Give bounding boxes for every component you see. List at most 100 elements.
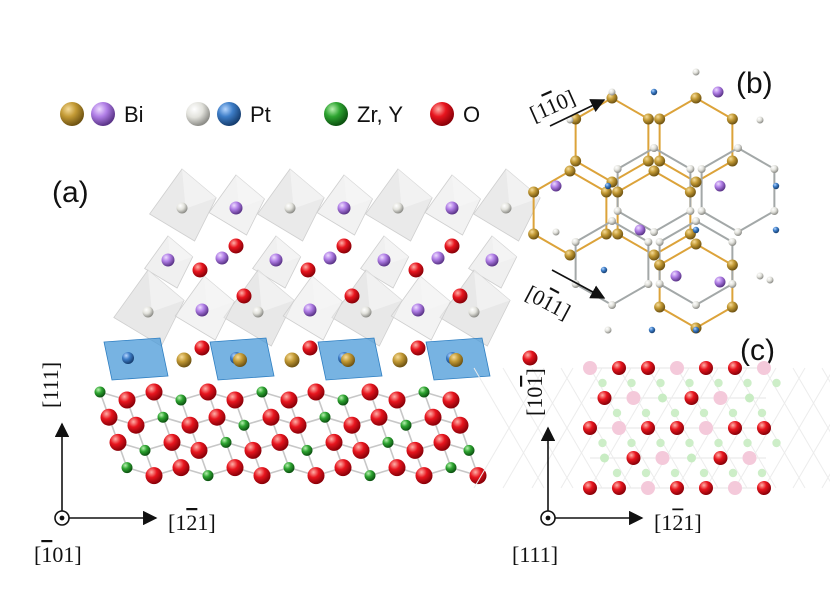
oxygen-atom (228, 238, 244, 254)
oxygen-atom (469, 467, 487, 485)
grid-line (502, 367, 574, 489)
oxygen-atom (728, 421, 742, 435)
octahedron-face (506, 169, 541, 209)
oxygen-atom (145, 467, 163, 485)
oxygen-atom (757, 481, 771, 495)
oxygen-atom (192, 262, 208, 278)
oxygen-atom (424, 408, 442, 426)
faded-oxygen (713, 391, 728, 405)
bi_gold-atom (612, 186, 624, 198)
zr-atom (238, 419, 250, 431)
zr-atom (157, 411, 169, 423)
legend-bi_gold-sphere-icon (60, 102, 84, 126)
faded-zr (641, 408, 651, 418)
oxygen-atom (699, 361, 713, 375)
oxygen-atom (199, 383, 217, 401)
pt_white-atom (608, 217, 616, 225)
oxygen-atom (361, 383, 379, 401)
pt_white-atom (770, 207, 779, 215)
zr-atom (220, 436, 232, 448)
faded-zr (656, 378, 665, 388)
faded-oxygen (626, 391, 641, 405)
faded-oxygen (612, 421, 626, 435)
bi_gold-atom (233, 353, 247, 367)
bi_gold-atom (642, 155, 654, 167)
oxygen-atom (262, 408, 280, 426)
bi_gold-atom (564, 249, 576, 261)
oxygen-atom (244, 441, 262, 459)
pt_white-atom (770, 165, 779, 173)
bi_gold-atom (690, 92, 702, 104)
faded-oxygen (655, 451, 670, 465)
pt_white-atom (392, 202, 404, 214)
oxygen-atom (451, 416, 469, 434)
panel-a-side-view (94, 168, 541, 485)
zr-atom (139, 444, 151, 456)
pt_white-atom (655, 238, 664, 246)
faded-oxygen (641, 481, 655, 495)
oxygen-atom (699, 481, 713, 495)
faded-zr (627, 378, 636, 388)
faded-zr (772, 378, 781, 388)
legend-pt_blue-sphere-icon (217, 102, 241, 126)
pt_blue-atom (692, 226, 700, 234)
pt_white-atom (686, 207, 695, 215)
faded-zr (685, 378, 694, 388)
bi_gold-atom (449, 353, 463, 367)
oxygen-atom (612, 361, 626, 375)
faded-oxygen (583, 361, 597, 375)
bi_purple-atom (712, 86, 724, 98)
faded-zr (600, 453, 609, 463)
bi_gold-atom (726, 259, 738, 271)
oxygen-atom (352, 441, 370, 459)
oxygen-atom (302, 340, 318, 356)
oxygen-atom (406, 441, 424, 459)
bi_purple-atom (269, 253, 283, 267)
pt_blue-atom (692, 326, 700, 334)
oxygen-atom (670, 421, 684, 435)
axis-c-out-label: [111] (512, 542, 558, 567)
grid-line (763, 373, 830, 489)
pt_white-atom (650, 228, 658, 236)
pt_white-atom (766, 276, 774, 284)
octahedron-face (182, 169, 217, 209)
gray-hexagon (700, 146, 776, 234)
bi_gold-atom (642, 113, 654, 125)
oxygen-atom (325, 433, 343, 451)
bi_purple-atom (485, 253, 499, 267)
oxygen-atom (641, 421, 655, 435)
oxygen-atom (410, 340, 426, 356)
octahedron-face (492, 236, 517, 265)
pt_blue-atom (600, 266, 608, 274)
gold-hexagon (532, 169, 608, 257)
oxygen-atom (670, 481, 684, 495)
octahedron-face (236, 175, 265, 208)
gold-hexagon (616, 169, 692, 257)
bi_purple-atom (714, 276, 726, 288)
zr-atom (418, 386, 430, 398)
oxygen-atom (307, 467, 325, 485)
bi_gold-atom (600, 228, 612, 240)
bi_gold-atom (612, 228, 624, 240)
oxygen-atom (583, 421, 597, 435)
oxygen-atom (181, 416, 199, 434)
bi_gold-atom (528, 186, 540, 198)
legend-zr-sphere-icon (324, 102, 348, 126)
pt_white-atom (756, 272, 764, 280)
bi_gold-atom (726, 113, 738, 125)
zr-atom (283, 462, 295, 474)
zr-atom (175, 394, 187, 406)
pt_white-atom (604, 326, 612, 334)
faded-zr (714, 378, 723, 388)
faded-zr (612, 408, 622, 418)
octahedron-face (366, 270, 403, 312)
oxygen-atom (280, 391, 298, 409)
oxygen-atom (253, 467, 271, 485)
panel-label-c: (c) (740, 334, 775, 367)
gold-hexagon (574, 96, 650, 184)
pt_white-atom (500, 202, 512, 214)
pt_white-atom (728, 238, 737, 246)
bi_gold-atom (654, 259, 666, 271)
bi_gold-atom (570, 155, 582, 167)
pt_white-atom (644, 280, 653, 288)
